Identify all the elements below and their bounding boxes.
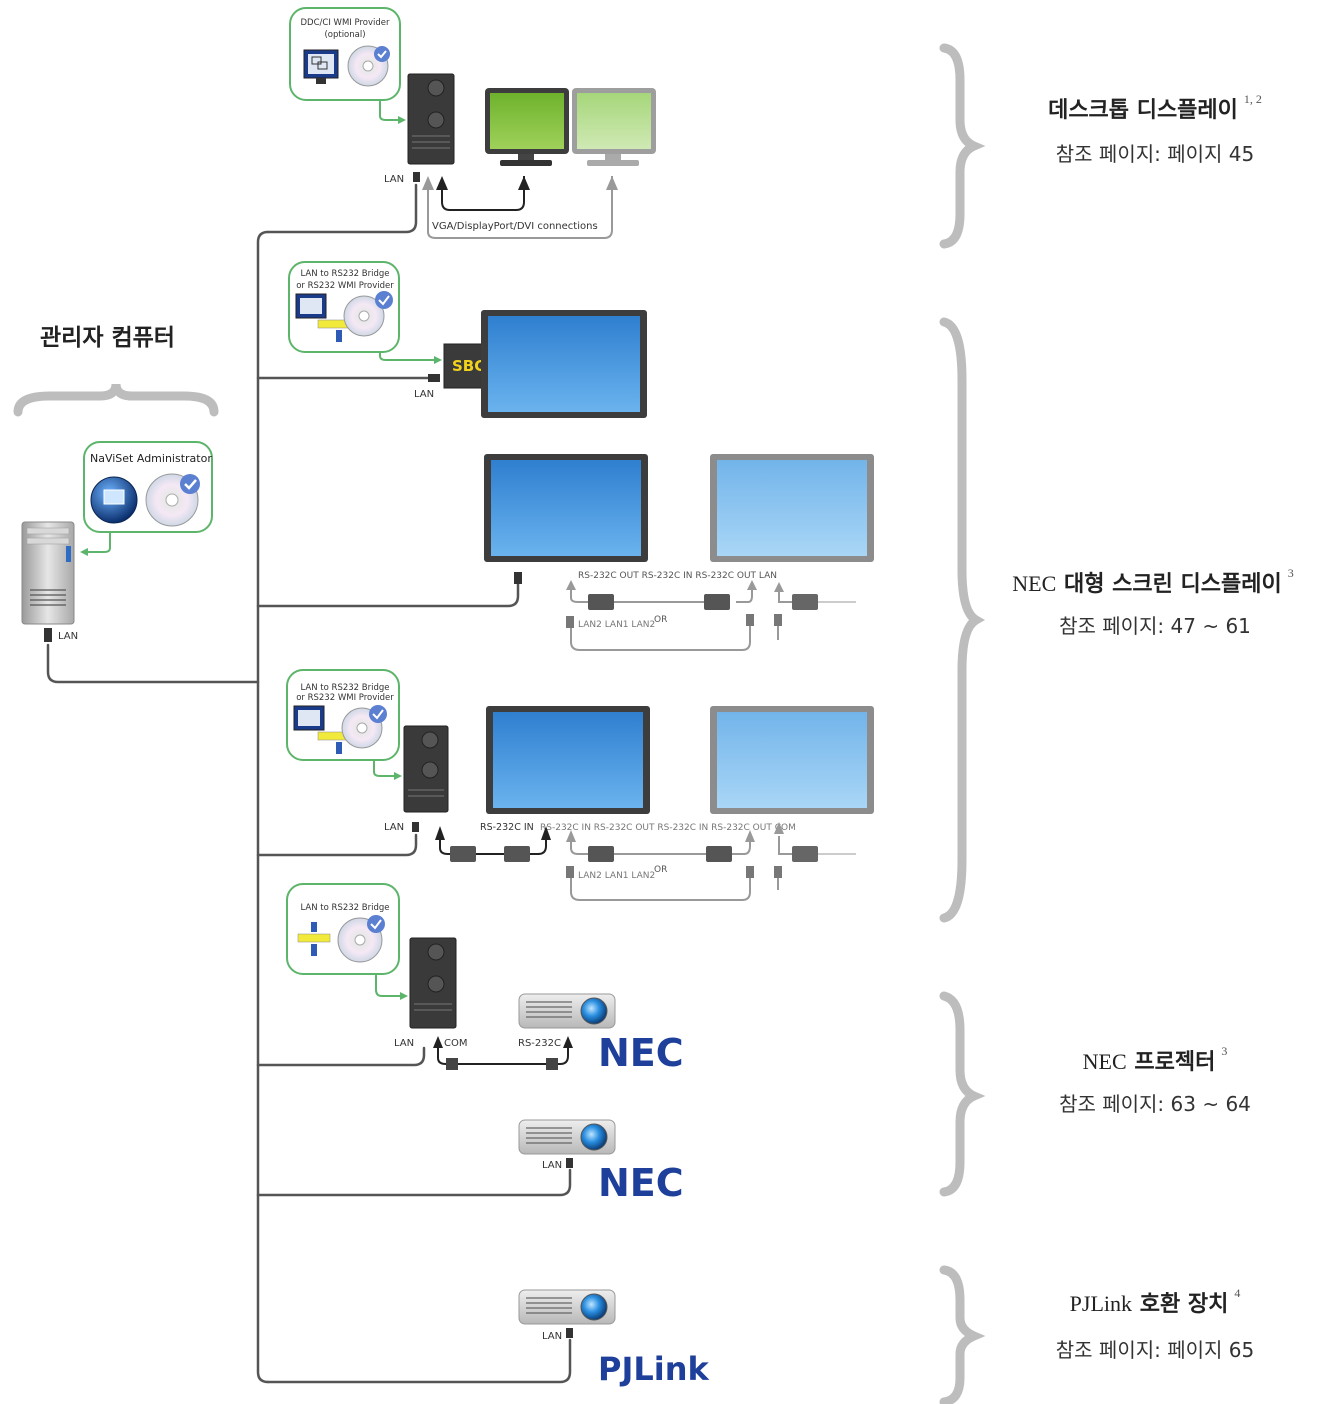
ddc-callout: DDC/CI WMI Provider (optional) xyxy=(289,7,406,124)
check-badge-icon xyxy=(180,474,200,494)
large-screen-title-prefix: NEC xyxy=(1012,571,1057,596)
row1-or-label: OR xyxy=(654,615,667,625)
row2-or-label: OR xyxy=(654,865,667,875)
pjlink-section-ref: 참조 페이지: 페이지 65 xyxy=(1055,1338,1255,1362)
vga-connection-lines xyxy=(422,176,618,239)
pjlink-projector xyxy=(518,1289,616,1338)
row2-lan-label: LAN xyxy=(384,822,404,833)
admin-software-callout: NaViSet Administrator xyxy=(80,441,213,556)
row2-bridge-line1: LAN to RS232 Bridge xyxy=(301,683,390,693)
pjlink-logo: PJLink xyxy=(598,1350,710,1388)
vga-connections-label: VGA/DisplayPort/DVI connections xyxy=(432,221,598,232)
row2-callout: LAN to RS232 Bridge or RS232 WMI Provide… xyxy=(286,669,402,780)
row1-ports-label: RS-232C OUT RS-232C IN RS-232C OUT LAN xyxy=(578,571,777,581)
row2-bridge-line2: or RS232 WMI Provider xyxy=(296,693,394,703)
large-display-3 xyxy=(486,706,650,814)
row1-serial-cables xyxy=(566,580,856,651)
desktop-note: 1, 2 xyxy=(1243,92,1262,106)
admin-server-icon xyxy=(21,521,75,642)
projector-section-title: NEC 프로젝터 3 xyxy=(1010,1044,1300,1076)
projector-com-label: COM xyxy=(444,1038,467,1049)
nec-logo-2: NEC xyxy=(598,1161,684,1205)
row2-rs-in-label: RS-232C IN xyxy=(480,822,534,833)
sbc-lan-label: LAN xyxy=(414,389,434,400)
large-display-4 xyxy=(710,706,874,814)
large-display-1 xyxy=(484,454,648,562)
ddc-label-line2: (optional) xyxy=(324,30,365,40)
pjlink-lan-label: LAN xyxy=(542,1331,562,1342)
nec-logo-1: NEC xyxy=(598,1031,684,1075)
admin-computer-title: 관리자 컴퓨터 xyxy=(40,325,175,351)
pjlink-title-text: 호환 장치 xyxy=(1139,1292,1229,1317)
desktop-title-text: 데스크톱 디스플레이 xyxy=(1048,98,1238,123)
section-braces xyxy=(13,43,986,1404)
projector-pc-tower-icon xyxy=(409,937,457,1029)
pjlink-title-prefix: PJLink xyxy=(1069,1291,1133,1316)
projector-callout: LAN to RS232 Bridge xyxy=(286,883,408,1000)
large-screen-section-ref: 참조 페이지: 47 ~ 61 xyxy=(1059,614,1251,638)
sbc-bridge-line2: or RS232 WMI Provider xyxy=(296,281,394,291)
nec-projector-1 xyxy=(518,993,616,1029)
desktop-section-title: 데스크톱 디스플레이 1, 2 xyxy=(1010,92,1300,124)
desktop-monitor-light-green xyxy=(572,88,656,166)
brace-desktop xyxy=(939,43,986,249)
sbc-callout: LAN to RS232 Bridge or RS232 WMI Provide… xyxy=(288,261,442,364)
network-bus xyxy=(46,183,572,1384)
projector2-lan-label: LAN xyxy=(542,1160,562,1171)
projector-section-ref: 참조 페이지: 63 ~ 64 xyxy=(1059,1092,1251,1116)
brace-projector xyxy=(939,991,986,1197)
row2-lan-chain-label: LAN2 LAN1 LAN2 xyxy=(578,871,655,881)
desktop-section-ref: 참조 페이지: 페이지 45 xyxy=(1055,142,1255,166)
sbc-bridge-line1: LAN to RS232 Bridge xyxy=(301,269,390,279)
sbc-board-icon: SBC xyxy=(428,343,485,389)
projector-rs232-label: RS-232C xyxy=(518,1038,561,1049)
projector-title-prefix: NEC xyxy=(1082,1049,1127,1074)
brace-pjlink xyxy=(939,1265,986,1404)
projector-note: 3 xyxy=(1221,1044,1228,1058)
pjlink-note: 4 xyxy=(1234,1286,1241,1300)
ddc-label-line1: DDC/CI WMI Provider xyxy=(301,18,390,28)
large-display-2 xyxy=(710,454,874,562)
row1-lan-chain-label: LAN2 LAN1 LAN2 xyxy=(578,620,655,630)
brace-admin xyxy=(13,383,219,417)
nec-projector-2 xyxy=(518,1119,616,1168)
naviset-label: NaViSet Administrator xyxy=(90,452,212,465)
projector-lan-label: LAN xyxy=(394,1038,414,1049)
row2-serial-cables xyxy=(435,822,856,901)
large-screen-section-title: NEC 대형 스크린 디스플레이 3 xyxy=(980,566,1326,598)
large-screen-note: 3 xyxy=(1287,566,1294,580)
sbc-display xyxy=(481,310,647,418)
projector-serial-cable xyxy=(433,1036,573,1070)
desktop-lan-label: LAN xyxy=(384,174,404,185)
row2-pc-tower-icon xyxy=(403,725,449,832)
admin-lan-label: LAN xyxy=(58,631,78,642)
desktop-pc-tower-icon xyxy=(407,73,455,182)
sbc-label: SBC xyxy=(452,357,485,375)
large-screen-title-text: 대형 스크린 디스플레이 xyxy=(1063,572,1282,597)
desktop-monitor-green xyxy=(485,88,569,166)
brace-large-screen xyxy=(939,317,986,923)
row2-ports-label: RS-232C IN RS-232C OUT RS-232C IN RS-232… xyxy=(540,823,796,833)
pjlink-section-title: PJLink 호환 장치 4 xyxy=(1010,1286,1300,1318)
projector-bridge-label: LAN to RS232 Bridge xyxy=(301,903,390,913)
projector-title-text: 프로젝터 xyxy=(1134,1050,1216,1075)
